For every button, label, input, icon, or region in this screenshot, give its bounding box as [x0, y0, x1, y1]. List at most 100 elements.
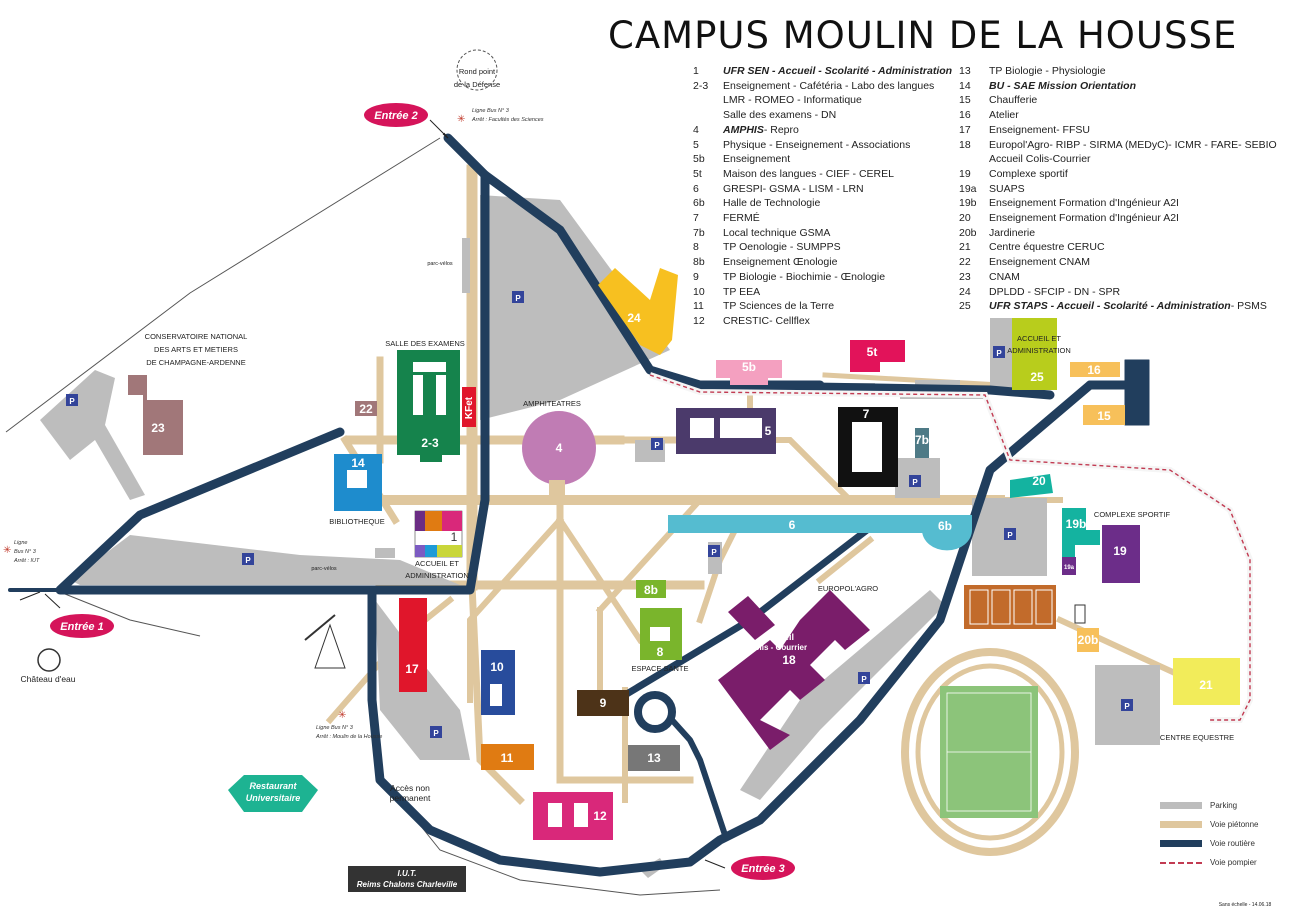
entree-1-label: Entrée 1 — [60, 621, 103, 633]
bus-top-label-1: Ligne Bus N° 3 — [472, 108, 510, 114]
legend-number: 18 — [959, 138, 971, 151]
legend-text: Enseignement CNAM — [989, 256, 1090, 269]
legend-text: Accueil Colis-Courrier — [989, 153, 1091, 166]
parc-velos-label: parc-vélos — [427, 261, 453, 267]
number-5b: 5b — [742, 360, 756, 374]
parking-label: P — [515, 294, 521, 303]
legend-text: Jardinerie — [989, 226, 1036, 239]
key-swatch — [1160, 802, 1202, 809]
accueil-admin-label-1: ACCUEIL ET — [415, 559, 459, 568]
bibliotheque-label: BIBLIOTHEQUE — [329, 517, 384, 526]
legend-number: 6b — [693, 197, 705, 210]
legend-text-tail: - PSMS — [1230, 300, 1267, 313]
number-20b: 20b — [1078, 633, 1099, 647]
legend-text: TP Biologie - Physiologie — [989, 65, 1106, 77]
legend-number: 12 — [693, 314, 705, 327]
legend-text: Halle de Technologie — [723, 197, 821, 210]
parking-label: P — [1124, 702, 1130, 711]
legend-number: 17 — [959, 123, 971, 136]
legend-text: Enseignement — [723, 153, 791, 166]
chateau-eau — [37, 648, 61, 672]
legend-number: 4 — [693, 123, 699, 136]
key-swatch — [1160, 821, 1202, 828]
entree-1-badge — [50, 614, 114, 638]
number-11: 11 — [501, 751, 514, 765]
number-15: 15 — [1097, 409, 1111, 423]
parking-label: P — [1007, 531, 1013, 540]
legend-number: 9 — [693, 270, 699, 283]
legend-row: LMR - ROMEO - Informatique — [693, 93, 963, 108]
parking-label: P — [912, 478, 918, 487]
number-8: 8 — [657, 645, 664, 659]
restaurant-badge — [228, 775, 318, 812]
legend-number: 2-3 — [693, 79, 709, 92]
legend-text: UFR SEN - Accueil - Scolarité - Administ… — [723, 65, 953, 77]
number-18: 18 — [782, 653, 796, 667]
legend-number: 1 — [693, 65, 699, 77]
building-25 — [1012, 318, 1057, 390]
legend-number: 7b — [693, 226, 705, 239]
legend-number: 10 — [693, 285, 705, 298]
fire-lane-dash — [649, 374, 1251, 721]
legend-text: CRESTIC- Cellflex — [723, 314, 810, 327]
key-label: Voie pompier — [1210, 858, 1257, 867]
legend-text: SUAPS — [989, 182, 1025, 195]
key-swatch — [1160, 840, 1202, 847]
entry-badges — [50, 103, 795, 892]
parking-label: P — [711, 548, 717, 557]
parc-velos-label-2: parc-vélos — [311, 566, 337, 572]
arrows — [19, 119, 726, 869]
legend-number — [959, 152, 989, 167]
bus-bottom-label-1: Ligne Bus N° 3 — [316, 725, 354, 731]
building-6 — [668, 515, 943, 533]
number-25: 25 — [1030, 370, 1044, 384]
accueil-admin-label-2: ADMINISTRATION — [405, 571, 469, 580]
number-14: 14 — [351, 456, 365, 470]
building-19b — [1062, 508, 1100, 557]
number-12: 12 — [593, 809, 607, 823]
building-7b — [915, 428, 929, 458]
number-24: 24 — [627, 311, 641, 325]
key-label: Voie piétonne — [1210, 820, 1259, 829]
building-12 — [533, 792, 613, 840]
legend-number: 25 — [959, 300, 971, 313]
building-19 — [1102, 525, 1140, 583]
chateau-label: Château d'eau — [20, 674, 75, 684]
map-title: CAMPUS MOULIN DE LA HOUSSE — [608, 14, 1238, 57]
centre-equestre-label: CENTRE EQUESTRE — [1160, 733, 1234, 742]
building-16 — [1070, 362, 1120, 377]
parking-label: P — [861, 675, 867, 684]
entree-2-badge — [364, 103, 428, 127]
number-21: 21 — [1199, 678, 1213, 692]
legend-row: Accueil Colis-Courrier — [959, 152, 1289, 167]
number-17: 17 — [405, 662, 419, 676]
legend-number: 21 — [959, 241, 971, 254]
bus-left-label-2: Bus N° 3 — [14, 549, 37, 555]
bus-stop-icon: ✳ — [457, 114, 465, 125]
legend-text: Atelier — [989, 109, 1019, 122]
legend-text: Enseignement Formation d'Ingénieur A2I — [989, 197, 1179, 210]
building-15 — [1083, 405, 1125, 425]
entree-3-label: Entrée 3 — [741, 863, 784, 875]
bus-stop-icon: ✳ — [338, 710, 346, 721]
building-22 — [355, 401, 377, 416]
accueil-25-label-2: ADMINISTRATION — [1007, 346, 1071, 355]
key-row: Parking — [1160, 796, 1259, 815]
building-9 — [577, 690, 629, 716]
number-5: 5 — [765, 424, 772, 438]
bus-stop-icon: ✳ — [3, 545, 11, 556]
number-16: 16 — [1087, 363, 1101, 377]
